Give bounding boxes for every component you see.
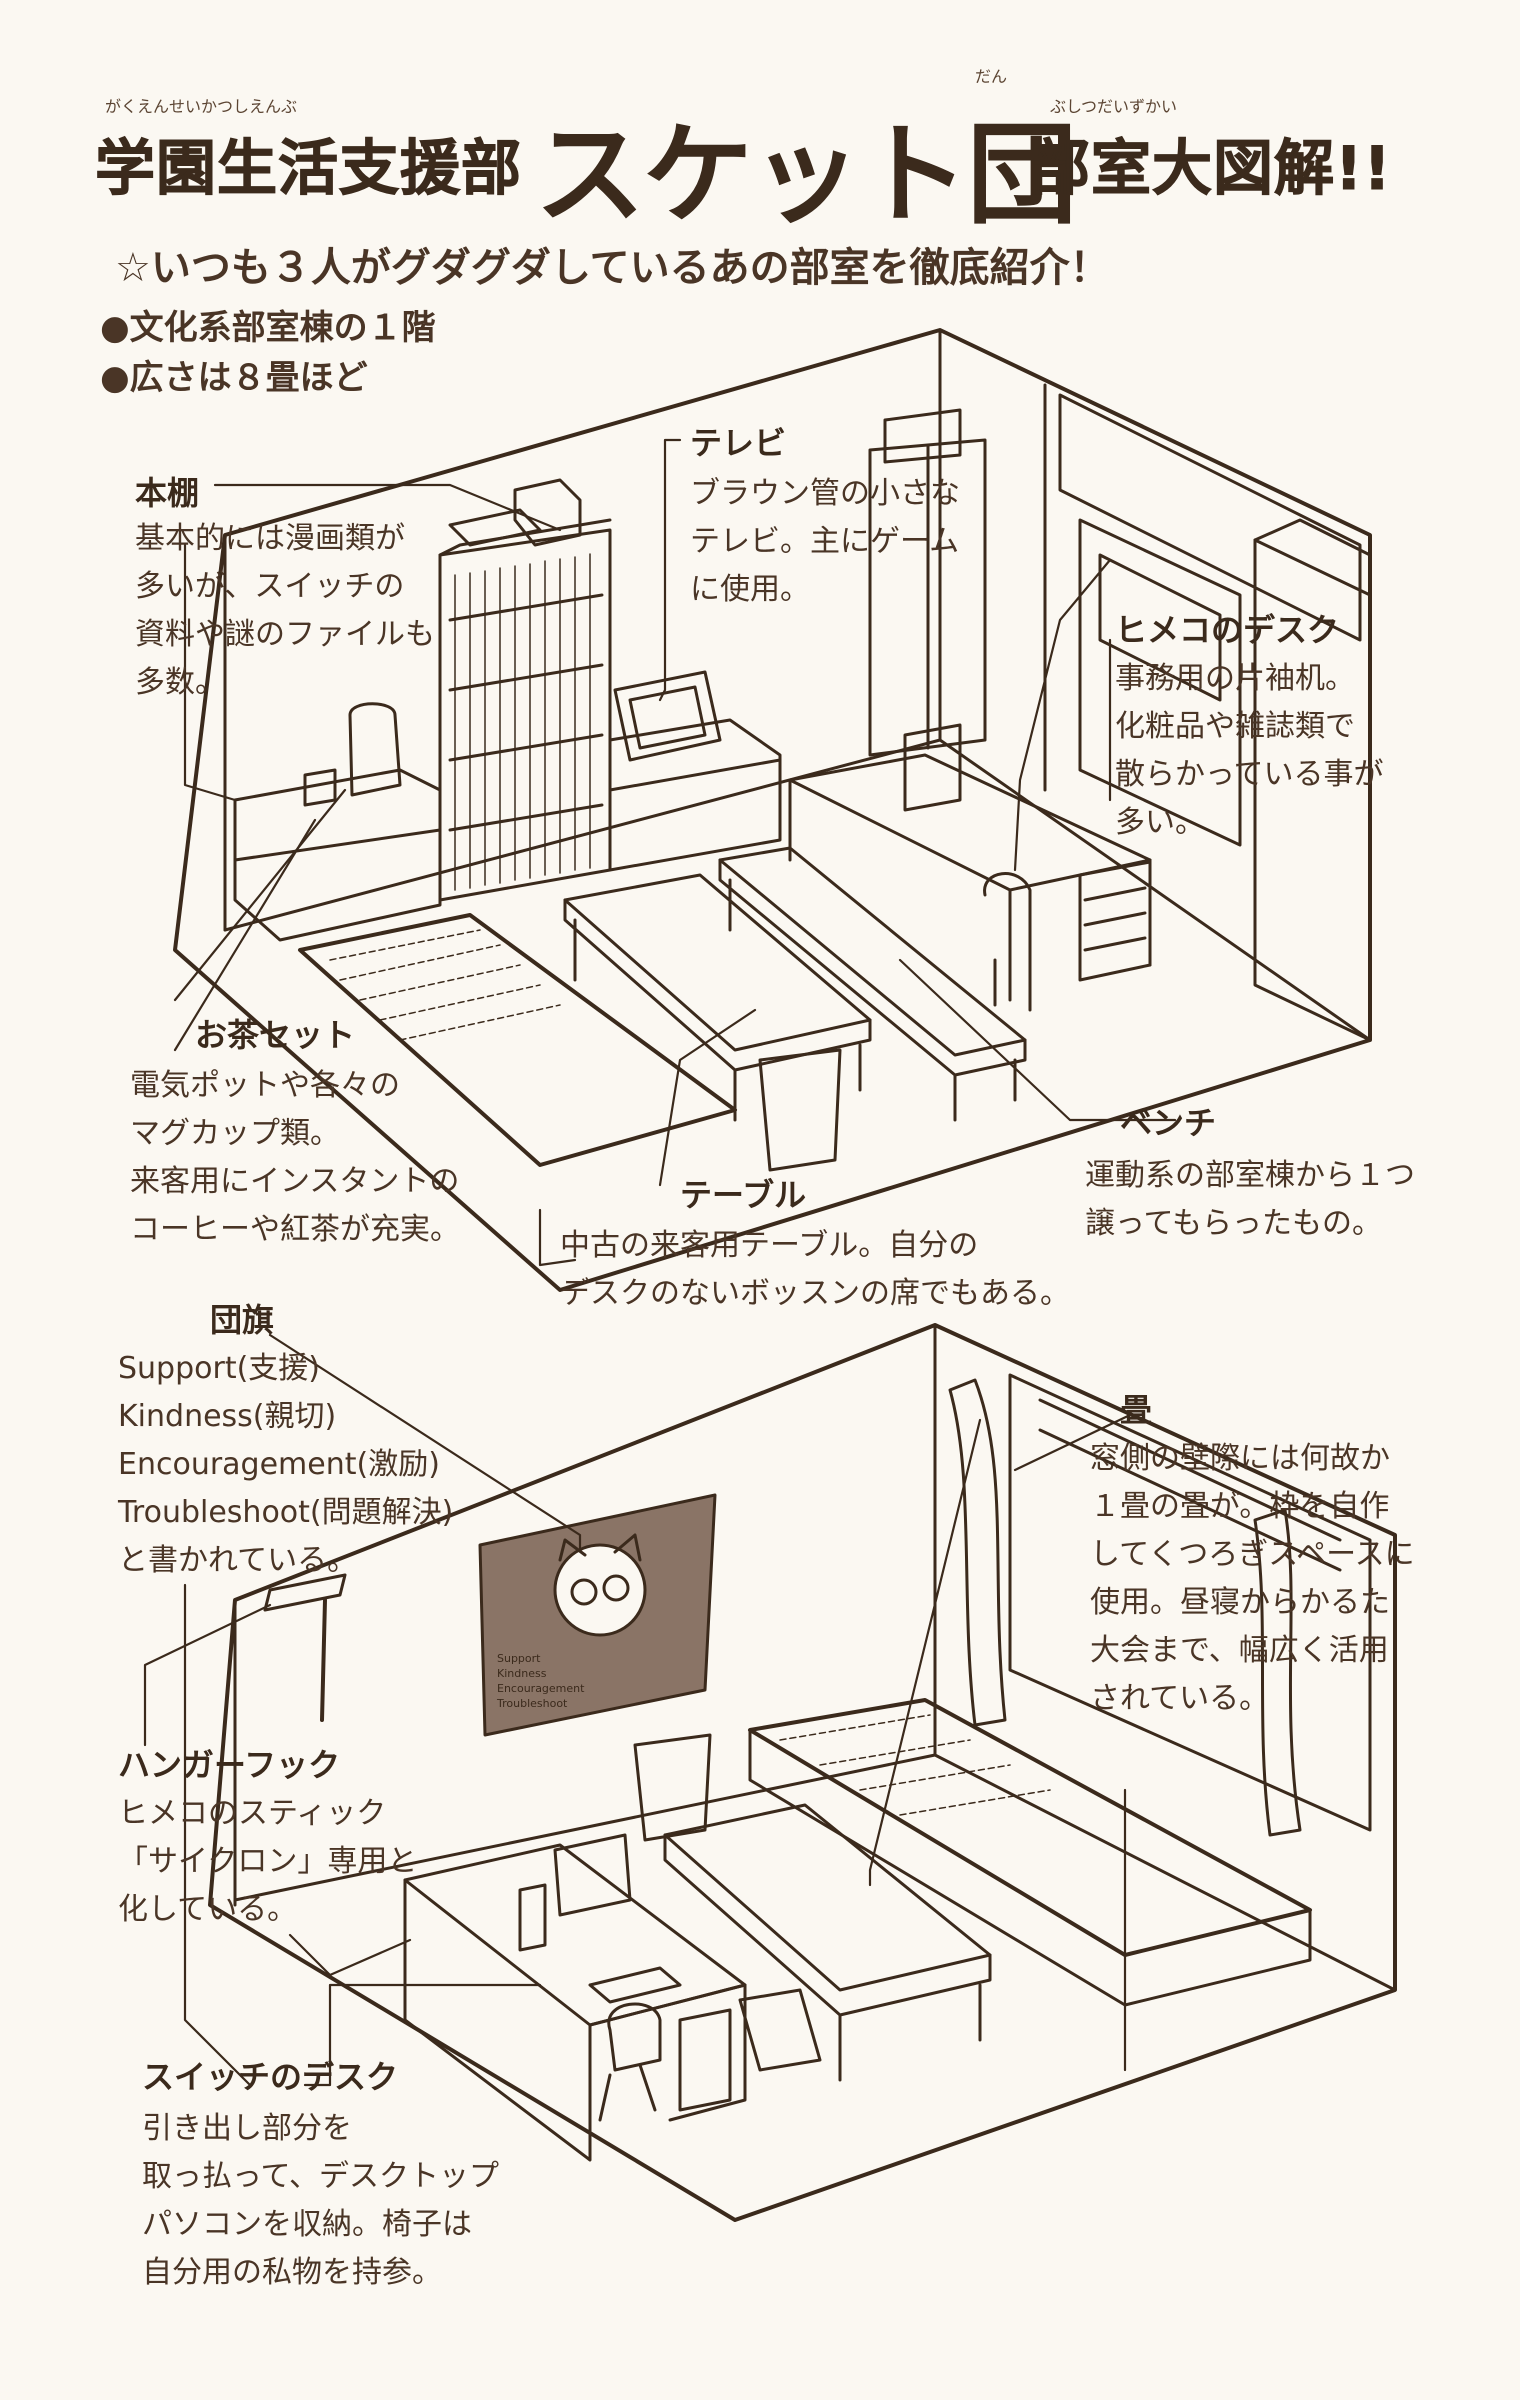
switch-desk <box>403 1833 747 2162</box>
bookshelf <box>438 478 612 902</box>
title-left: 学園生活支援部 <box>95 134 522 205</box>
title-main-ruby: だん <box>975 67 1008 86</box>
title-main: スケット団 <box>535 111 1077 239</box>
label-tv-head: テレビ <box>690 424 787 462</box>
flag-word-encouragement: Encouragement <box>497 1682 585 1695</box>
club-flag <box>478 1493 717 1737</box>
label-switch-desk-head: スイッチのデスク <box>142 2058 399 2096</box>
tea-set <box>233 702 442 942</box>
tv-cabinet <box>608 670 782 872</box>
label-hanger-body: ヒメコのスティック 「サイクロン」専用と 化している。 <box>118 1796 418 1927</box>
title-right-ruby: ぶしつだいずかい <box>1050 97 1178 116</box>
label-hanger-head: ハンガーフック <box>118 1746 341 1784</box>
bullet-size: ●広さは８畳ほど <box>100 358 368 398</box>
flag-word-support: Support <box>497 1652 541 1665</box>
label-table-head: テーブル <box>680 1176 807 1214</box>
label-bookshelf-head: 本棚 <box>135 474 200 512</box>
center-table <box>563 873 872 1122</box>
flag-word-troubleshoot: Troubleshoot <box>496 1697 568 1710</box>
page-title: がくえんせいかつしえんぶ 学園生活支援部 だん スケット団 ぶしつだいずかい 部… <box>95 65 1425 239</box>
label-himeko-desk-head: ヒメコのデスク <box>1115 611 1340 649</box>
label-flag-body: Support(支援) Kindness(親切) Encouragement(激… <box>118 1351 454 1578</box>
label-bookshelf-body: 基本的には漫画類が 多いが、スイッチの 資料や謎のファイルも 多数。 <box>135 521 435 700</box>
label-tv-body: ブラウン管の小さな テレビ。主にゲーム に使用。 <box>690 476 960 607</box>
subtitle: ☆いつも３人がグダグダしているあの部室を徹底紹介！ <box>115 245 1110 291</box>
label-tatami-body: 窓側の壁際には何故か １畳の畳が。枠を自作 してくつろぎスペースに 使用。昼寝か… <box>1090 1441 1415 1716</box>
title-right: 部室大図解!! <box>1030 134 1392 205</box>
lower-room <box>208 1323 1397 2222</box>
bench <box>718 846 1027 1122</box>
label-tatami-head: 畳 <box>1120 1391 1153 1429</box>
label-bench-head: ベンチ <box>1120 1104 1217 1142</box>
bullet-floor: ●文化系部室棟の１階 <box>100 308 436 348</box>
leader-lines <box>143 438 1177 2087</box>
label-tea-set-head: お茶セット <box>195 1016 356 1054</box>
label-switch-desk-body: 引き出し部分を 取っ払って、デスクトップ パソコンを収納。椅子は 自分用の私物を… <box>142 2111 499 2290</box>
label-table-body: 中古の来客用テーブル。自分の デスクのないボッスンの席でもある。 <box>560 1228 1070 1311</box>
label-himeko-desk-body: 事務用の片袖机。 化粧品や雑誌類で 散らかっている事が 多い。 <box>1115 661 1384 840</box>
himeko-desk <box>788 723 1152 1012</box>
label-tea-set-body: 電気ポットや各々の マグカップ類。 来客用にインスタントの コーヒーや紅茶が充実… <box>130 1068 460 1247</box>
label-flag-head: 団旗 <box>210 1301 275 1339</box>
flag-word-kindness: Kindness <box>497 1667 547 1680</box>
label-bench-body: 運動系の部室棟から１つ 譲ってもらったもの。 <box>1085 1158 1415 1241</box>
upper-room <box>173 328 1372 1292</box>
title-left-ruby: がくえんせいかつしえんぶ <box>105 97 298 116</box>
